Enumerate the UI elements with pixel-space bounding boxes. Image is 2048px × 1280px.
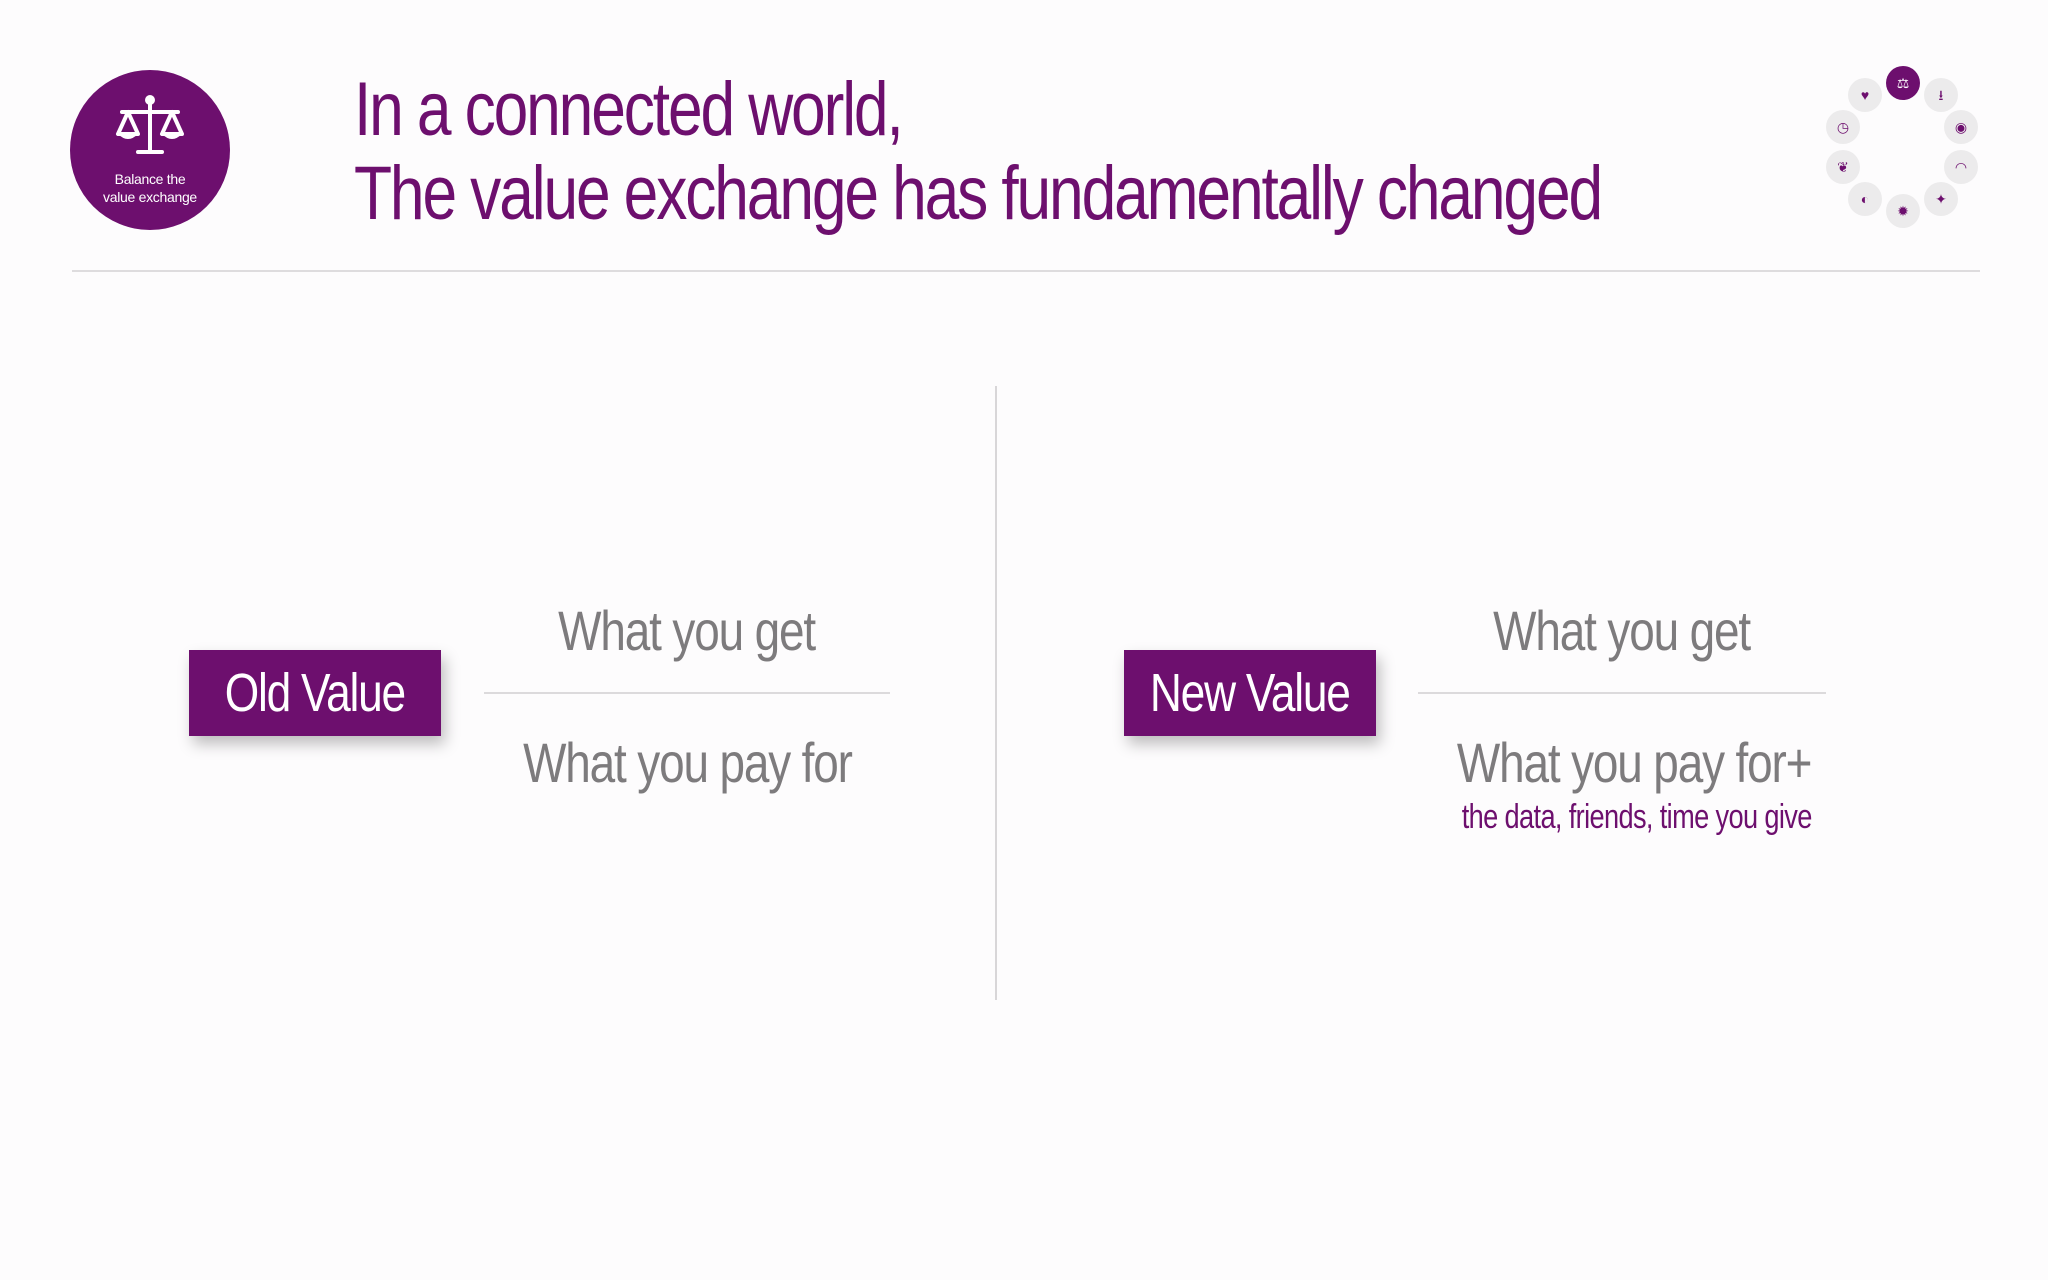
old-what-you-pay: What you pay for xyxy=(484,730,890,795)
topic-navigation-ring: ⚖ ⭳ ◉ ◠ ✦ ✹ ◐ ❦ ◷ ♥ xyxy=(1818,60,1988,240)
target-icon[interactable]: ◉ xyxy=(1944,110,1978,144)
badge-caption-line2: value exchange xyxy=(103,189,197,205)
badge-caption: Balance the value exchange xyxy=(80,170,220,206)
toggle-icon[interactable]: ◐ xyxy=(1848,182,1882,216)
eye-icon[interactable]: ◠ xyxy=(1944,150,1978,184)
clock-icon[interactable]: ◷ xyxy=(1826,110,1860,144)
new-what-you-pay: What you pay for+ xyxy=(1418,730,1826,795)
new-what-you-get-text: What you get xyxy=(1493,599,1752,662)
download-icon[interactable]: ⭳ xyxy=(1924,78,1958,112)
title-line1: In a connected world, xyxy=(354,67,904,152)
scales-icon xyxy=(116,95,184,154)
topic-badge: Balance the value exchange xyxy=(70,70,230,230)
page-title: In a connected world, The value exchange… xyxy=(354,67,1603,236)
lightbulb-icon[interactable]: ✹ xyxy=(1886,194,1920,228)
badge-caption-line1: Balance the xyxy=(114,171,186,187)
old-value-label: Old Value xyxy=(189,650,441,736)
old-what-you-pay-text: What you pay for xyxy=(522,731,853,794)
twitter-icon[interactable]: ✦ xyxy=(1924,182,1958,216)
new-value-label-text: New Value xyxy=(1150,663,1351,723)
scales-icon[interactable]: ⚖ xyxy=(1886,66,1920,100)
old-value-label-text: Old Value xyxy=(224,663,406,723)
new-extra-cost-text: the data, friends, time you give xyxy=(1461,798,1813,836)
title-line2: The value exchange has fundamentally cha… xyxy=(354,151,1603,236)
new-what-you-pay-text: What you pay for+ xyxy=(1456,731,1813,794)
old-what-you-get-text: What you get xyxy=(558,599,817,662)
old-what-you-get: What you get xyxy=(484,598,890,663)
handshake-icon[interactable]: ❦ xyxy=(1826,150,1860,184)
new-fraction-line xyxy=(1418,692,1826,694)
old-fraction-line xyxy=(484,692,890,694)
new-value-label: New Value xyxy=(1124,650,1376,736)
center-divider xyxy=(995,386,997,1000)
new-extra-cost: the data, friends, time you give xyxy=(1418,798,1826,837)
header-divider xyxy=(72,270,1980,272)
heart-icon[interactable]: ♥ xyxy=(1848,78,1882,112)
new-what-you-get: What you get xyxy=(1418,598,1826,663)
